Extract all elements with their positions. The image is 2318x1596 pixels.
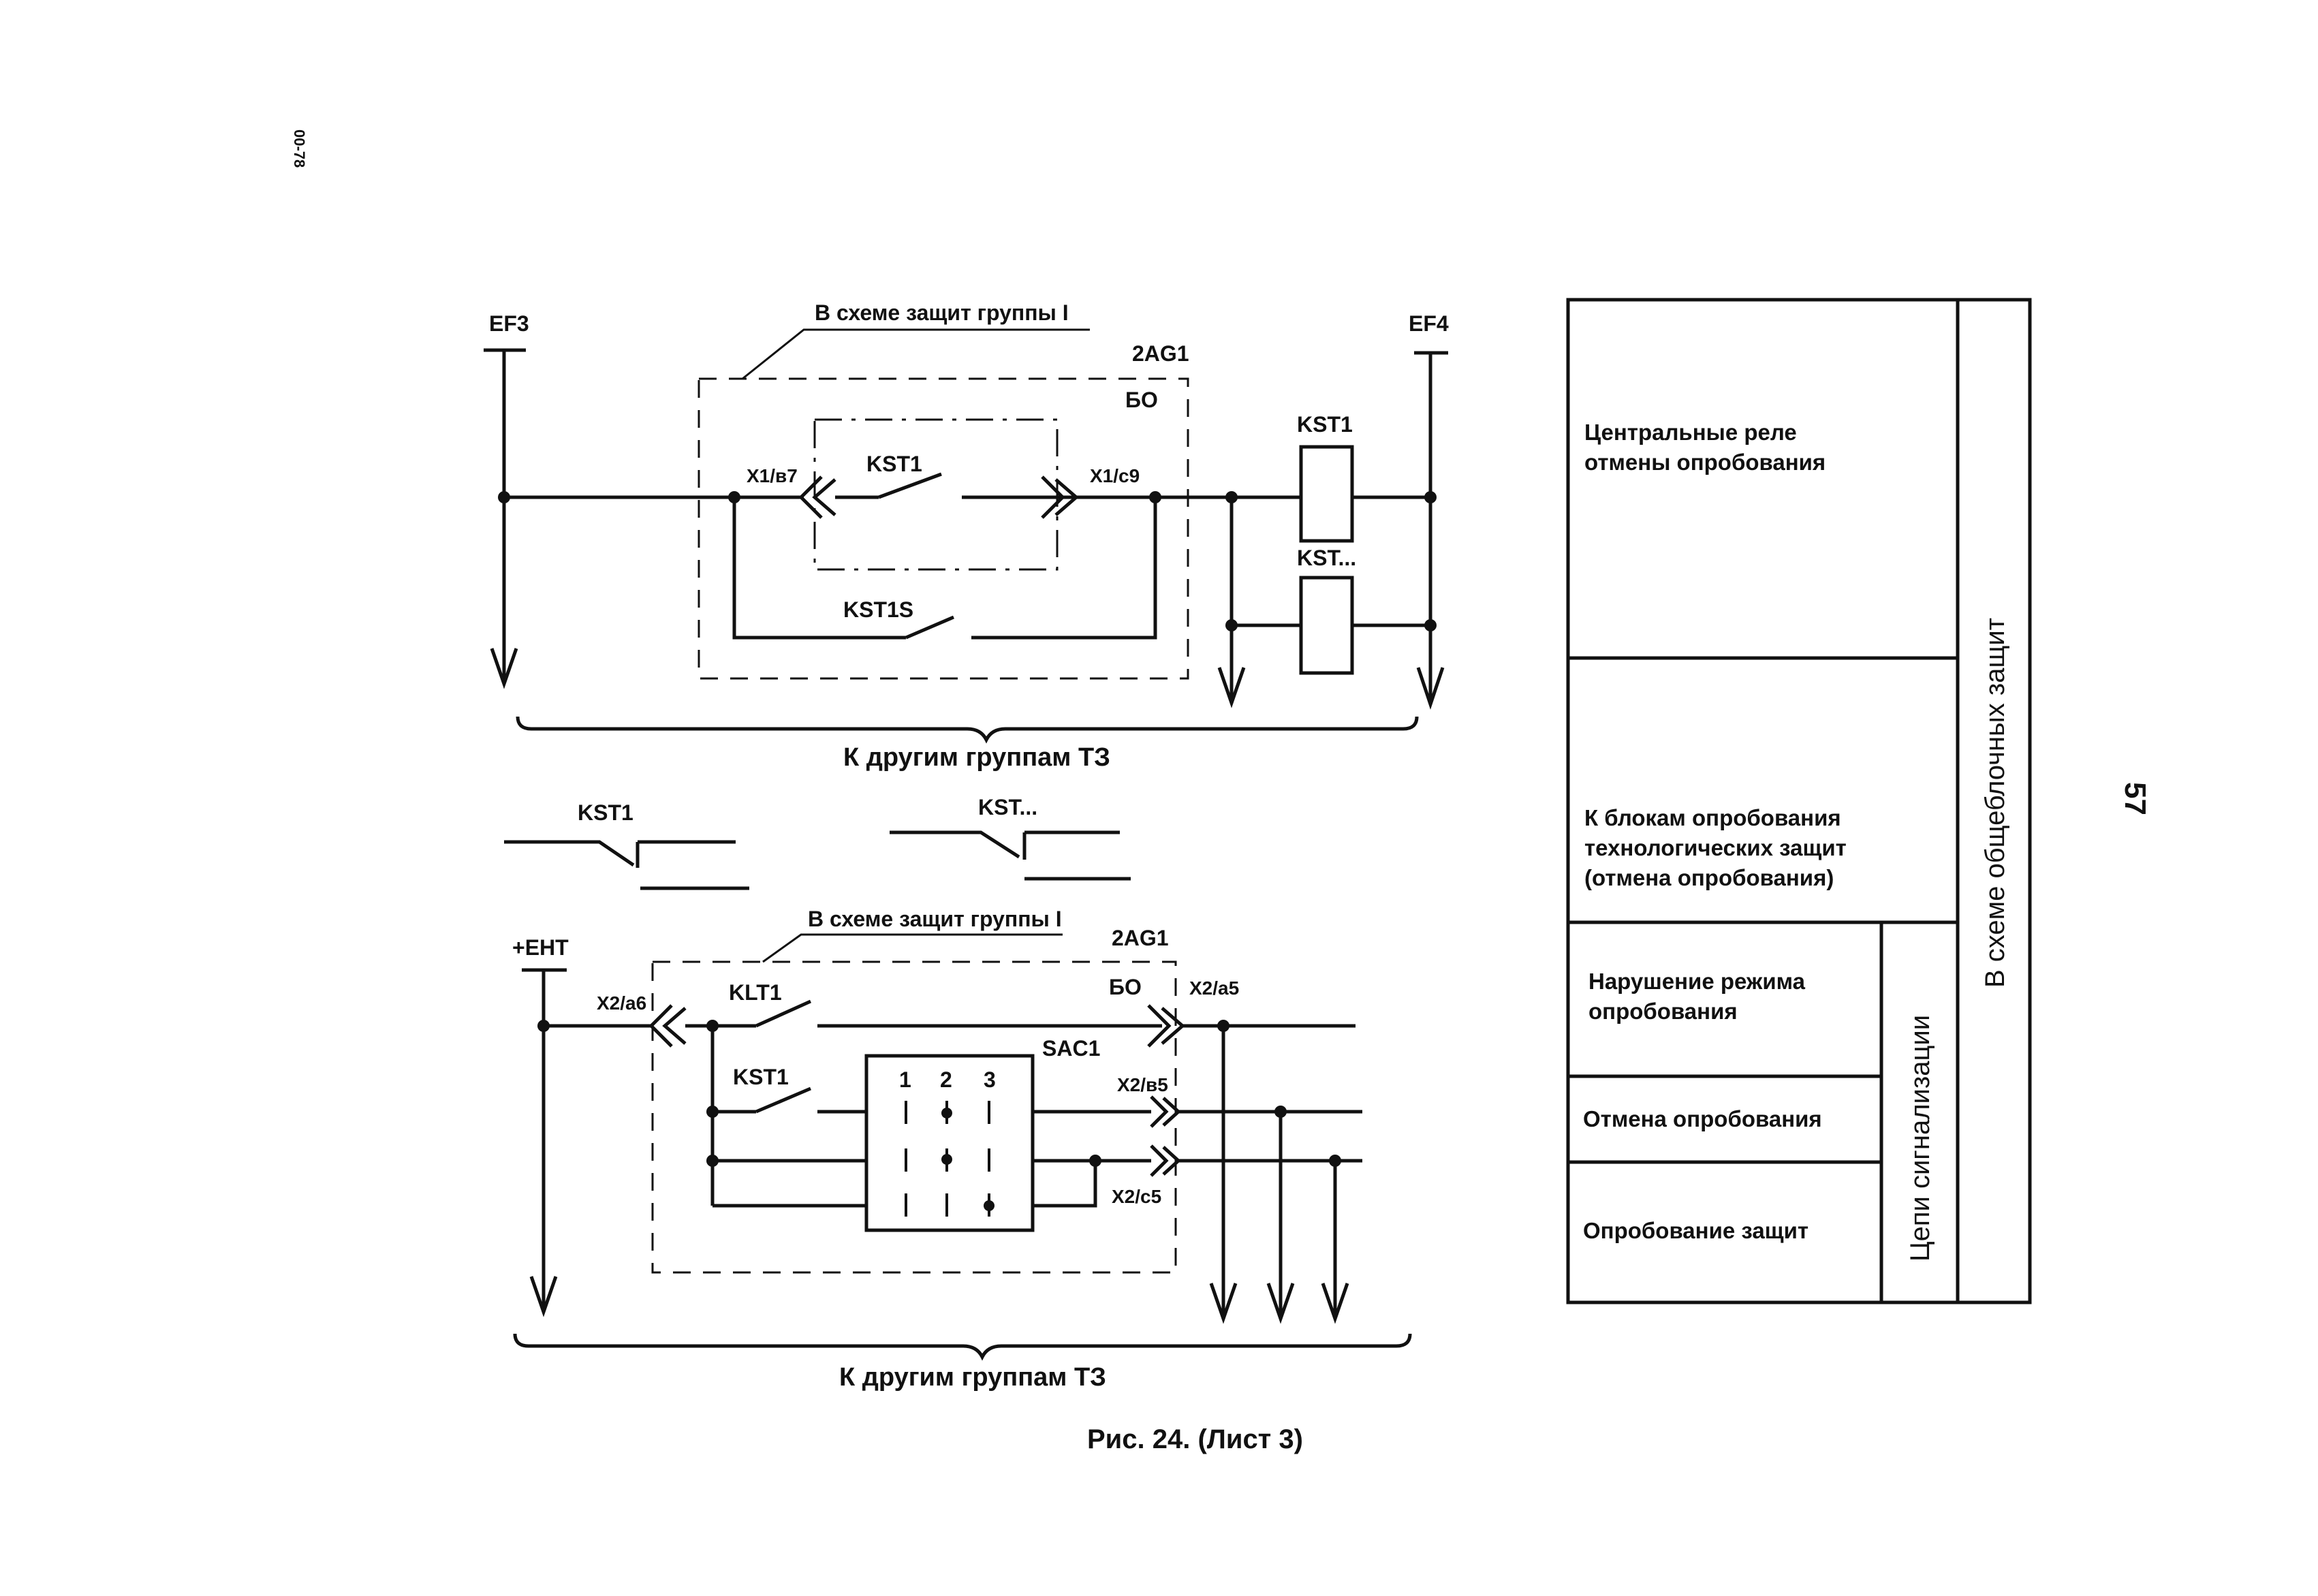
connector-x2-a5: X2/а5 — [1189, 977, 1239, 999]
connector-x2-b5: X2/в5 — [1117, 1074, 1168, 1095]
brace-upper-label: К другим группам ТЗ — [843, 743, 1110, 772]
block-bo-upper — [813, 418, 1059, 571]
legend-kst1-line — [504, 840, 635, 867]
contact-kst1-lower-label: KST1 — [733, 1065, 789, 1089]
bypass-right — [971, 497, 1157, 640]
table-group-main: В схеме общеблочных защит — [1980, 618, 2010, 988]
connector-x2-a6: X2/а6 — [597, 992, 646, 1014]
table-row-2-line-2: технологических защит — [1584, 835, 1847, 860]
table-row-2-line-3: (отмена опробования) — [1584, 865, 1834, 890]
table-row-1-line-1: Центральные реле — [1584, 420, 1797, 445]
bus-eht-label: +ЕНТ — [512, 935, 569, 960]
block-2ag1-upper — [698, 377, 1189, 680]
block-sub-lower: БО — [1109, 975, 1142, 999]
block-id-lower: 2AG1 — [1112, 926, 1169, 950]
group-note-upper: В схеме защит группы I — [815, 300, 1069, 325]
sw-out-3 — [1033, 1161, 1097, 1208]
upper-circuit: EF3 EF4 В схеме защит группы I 2AG1 БО X… — [484, 300, 1449, 772]
kst1-lower-blade — [755, 1086, 811, 1114]
node — [1424, 619, 1437, 631]
block-2ag1-lower — [651, 960, 1177, 1274]
connector-x1-c9: X1/с9 — [1090, 465, 1140, 486]
node — [537, 1020, 550, 1032]
connector-x2-c5: X2/с5 — [1112, 1186, 1161, 1207]
brace-lower-label: К другим группам ТЗ — [839, 1363, 1106, 1392]
legend-kst1-label: KST1 — [578, 800, 633, 825]
switch-closed-dot — [941, 1108, 952, 1118]
connector-left-symbol — [798, 475, 823, 519]
margin-code: 00-78 — [291, 129, 308, 168]
relay-kst1-coil — [1299, 445, 1354, 543]
brace-upper — [516, 716, 1419, 744]
contact-kst1-blade — [878, 472, 942, 499]
table-row-4-line-1: Отмена опробования — [1583, 1106, 1822, 1131]
switch-sac1-body — [864, 1054, 1035, 1232]
bypass-left — [732, 497, 906, 640]
connector-x2-c5-symbol — [1150, 1144, 1169, 1177]
block-sub-upper: БО — [1125, 388, 1158, 412]
connector-x2-b5-symbol — [1150, 1095, 1169, 1128]
bus-ef3-label: EF3 — [489, 311, 529, 336]
out-a5-arrow — [1209, 1283, 1238, 1324]
group-note-lower: В схеме защит группы I — [808, 907, 1062, 931]
contact-kst1s-blade — [905, 615, 954, 640]
lower-circuit: +ЕНТ В схеме защит группы I 2AG1 БО X2/а… — [512, 907, 1412, 1392]
bus-ef4-label: EF4 — [1409, 311, 1449, 336]
bus-ef3-arrow — [490, 648, 518, 689]
connector-x2-a5-symbol-2 — [1161, 1007, 1185, 1045]
table-row-1-line-2: отмены опробования — [1584, 450, 1826, 475]
branch-arrow — [1217, 667, 1246, 708]
klt1-blade — [755, 999, 812, 1028]
switch-closed-dot — [941, 1154, 952, 1165]
contact-kst1-label: KST1 — [866, 452, 922, 476]
group-note-lower-leader — [762, 933, 1063, 963]
legend-kst-other-label: KST... — [978, 795, 1037, 819]
relay-kst1-label: KST1 — [1297, 412, 1353, 437]
group-note-leader — [742, 328, 1090, 380]
switch-closed-dot — [984, 1200, 994, 1211]
out-b5-arrow — [1266, 1283, 1295, 1324]
side-table: Центральные реле отмены опробования К бл… — [1566, 298, 2032, 1304]
table-row-5-line-1: Опробование защит — [1583, 1218, 1808, 1243]
bus-ef4-arrow — [1416, 667, 1445, 710]
bus-eht-arrow — [529, 1276, 558, 1317]
out-c5-arrow — [1321, 1283, 1349, 1324]
block-id-upper: 2AG1 — [1132, 341, 1189, 366]
connector-x2-a6-symbol-2 — [662, 1007, 687, 1045]
node — [1424, 491, 1437, 503]
node — [706, 1106, 719, 1118]
switch-pos-2: 2 — [940, 1067, 952, 1092]
connector-right-symbol-2 — [1054, 478, 1079, 516]
relay-kst-other-label: KST... — [1297, 546, 1356, 570]
connector-right-symbol — [1041, 475, 1065, 519]
table-row-3-line-1: Нарушение режима — [1588, 969, 1806, 994]
connector-left-symbol-2 — [812, 478, 836, 516]
switch-sac1-label: SAC1 — [1042, 1036, 1100, 1061]
switch-pos-3: 3 — [984, 1067, 996, 1092]
brace-lower — [513, 1333, 1412, 1361]
figure-caption: Рис. 24. (Лист 3) — [1087, 1424, 1303, 1454]
switch-pos-1: 1 — [899, 1067, 911, 1092]
switch-contact-marks — [905, 1101, 990, 1217]
contact-klt1-label: KLT1 — [729, 980, 782, 1005]
legend-contacts: KST1 KST... — [504, 795, 1131, 890]
connector-x2-a5-symbol — [1147, 1004, 1172, 1048]
connector-x1-b7: X1/в7 — [747, 465, 798, 486]
relay-kst-other-coil — [1299, 576, 1354, 675]
table-frame — [1566, 298, 2032, 1304]
contact-kst1s-label: KST1S — [843, 597, 913, 622]
legend-kst-other-line — [890, 830, 1020, 859]
table-row-2-line-1: К блокам опробования — [1584, 805, 1841, 830]
node — [498, 491, 510, 503]
page-number: 57 — [2118, 782, 2152, 815]
connector-x2-a6-symbol — [648, 1004, 673, 1048]
table-group-signal: Цепи сигнализации — [1905, 1015, 1935, 1262]
table-row-3-line-2: опробования — [1588, 999, 1738, 1024]
node — [706, 1155, 719, 1167]
